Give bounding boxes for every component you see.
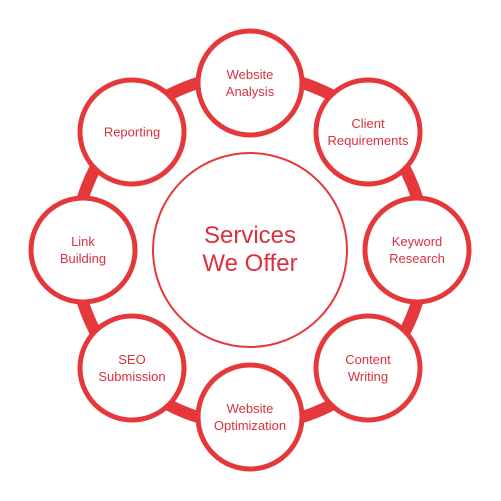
node-circles [28, 28, 472, 472]
node-label-content-writing-line2: Writing [347, 369, 389, 384]
node-circle-reporting [77, 77, 187, 187]
center-circle [152, 152, 348, 348]
center-title-line1: Services [203, 222, 297, 249]
node-label-content-writing-line1: Content [345, 352, 391, 367]
center-title: Services We Offer [150, 170, 350, 330]
node-label-seo-submission-line2: Submission [98, 369, 166, 384]
node-circle-website-optimization [195, 362, 305, 472]
node-label-seo-submission-line1: SEO [118, 352, 146, 367]
node-label-client-requirements-line2: Requirements [327, 133, 409, 148]
node-circle-link-building [28, 195, 138, 305]
node-label-seo-submission: SEO Submission [77, 351, 187, 385]
node-circle-keyword-research [362, 195, 472, 305]
node-label-link-building-line1: Link [71, 234, 95, 249]
node-circle-client-requirements [313, 77, 423, 187]
node-label-client-requirements-line1: Client [351, 116, 385, 131]
node-circle-website-analysis [195, 28, 305, 138]
node-label-website-optimization-line2: Optimization [213, 418, 287, 433]
node-label-website-analysis-line1: Website [226, 67, 274, 82]
node-label-link-building-line2: Building [59, 251, 107, 266]
node-label-keyword-research-line1: Keyword [391, 234, 443, 249]
node-circle-seo-submission [77, 313, 187, 423]
center-title-line2: We Offer [202, 250, 298, 277]
node-label-website-optimization-line1: Website [226, 401, 274, 416]
node-label-reporting: Reporting [77, 124, 187, 141]
node-circle-content-writing [313, 313, 423, 423]
node-label-reporting-line1: Reporting [103, 124, 161, 140]
node-label-website-analysis-line2: Analysis [225, 84, 275, 99]
node-label-keyword-research-line2: Research [389, 251, 445, 266]
